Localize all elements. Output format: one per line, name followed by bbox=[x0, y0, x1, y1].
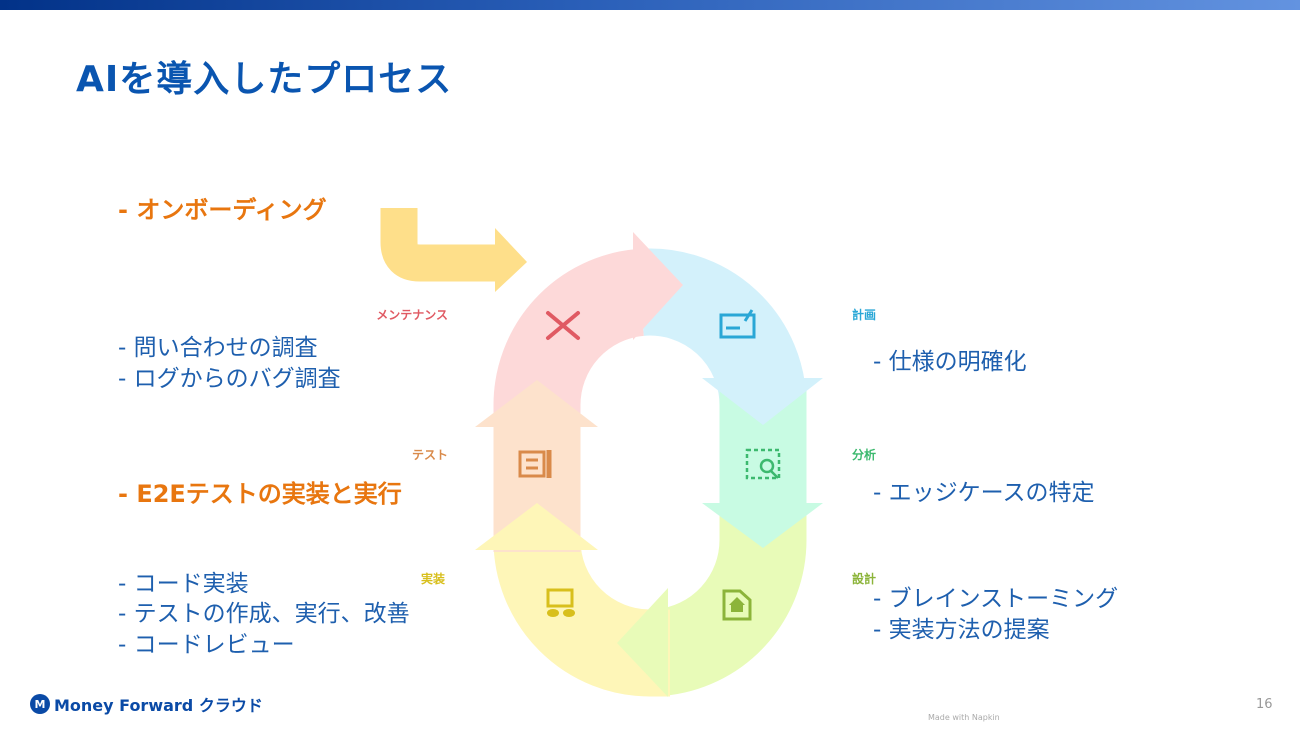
company-logo: M Money Forward クラウド bbox=[30, 692, 263, 716]
top-gradient-bar bbox=[0, 0, 1300, 10]
stage-label-planning: 計画 bbox=[852, 308, 877, 322]
tools-icon bbox=[546, 311, 580, 340]
arrowhead-test bbox=[475, 380, 598, 427]
arrowhead-analysis bbox=[702, 503, 823, 548]
page-number: 16 bbox=[1256, 697, 1273, 712]
made-with-napkin: Made with Napkin bbox=[928, 713, 1000, 722]
maintenance-item: - ログからのバグ調査 bbox=[118, 366, 341, 392]
checklist-pen-icon bbox=[518, 450, 552, 478]
arrowhead-implementation bbox=[475, 503, 598, 550]
analysis-item: - エッジケースの特定 bbox=[873, 480, 1095, 506]
stage-label-analysis: 分析 bbox=[852, 448, 877, 462]
design-item: - 実装方法の提案 bbox=[873, 617, 1050, 643]
test-text: - E2Eテストの実装と実行 bbox=[118, 480, 402, 508]
search-frame-icon bbox=[745, 448, 781, 480]
stage-label-maintenance: メンテナンス bbox=[376, 308, 448, 322]
arrowhead-design bbox=[617, 588, 668, 697]
logo-mark-icon: M bbox=[30, 694, 50, 714]
planning-item: - 仕様の明確化 bbox=[873, 349, 1027, 375]
segment-design bbox=[654, 505, 807, 696]
arrowhead-maintenance bbox=[633, 232, 683, 340]
implementation-item: - コード実装 bbox=[118, 571, 249, 597]
onboarding-text: - オンボーディング bbox=[118, 196, 327, 224]
design-item: - ブレインストーミング bbox=[873, 586, 1119, 612]
computer-icon bbox=[546, 588, 575, 617]
arrowhead-planning bbox=[702, 378, 823, 425]
plan-chart-icon bbox=[719, 309, 756, 339]
maintenance-item: - 問い合わせの調査 bbox=[118, 335, 318, 361]
logo-text: Money Forward クラウド bbox=[54, 696, 263, 715]
implementation-item: - コードレビュー bbox=[118, 632, 295, 658]
implementation-item: - テストの作成、実行、改善 bbox=[118, 601, 410, 627]
stage-label-test: テスト bbox=[411, 448, 448, 462]
home-document-icon bbox=[722, 589, 752, 621]
stage-label-design: 設計 bbox=[852, 572, 877, 586]
stage-label-implementation: 実装 bbox=[420, 572, 445, 586]
page-title: AIを導入したプロセス bbox=[76, 59, 453, 100]
onboarding-arrow bbox=[380, 208, 527, 292]
